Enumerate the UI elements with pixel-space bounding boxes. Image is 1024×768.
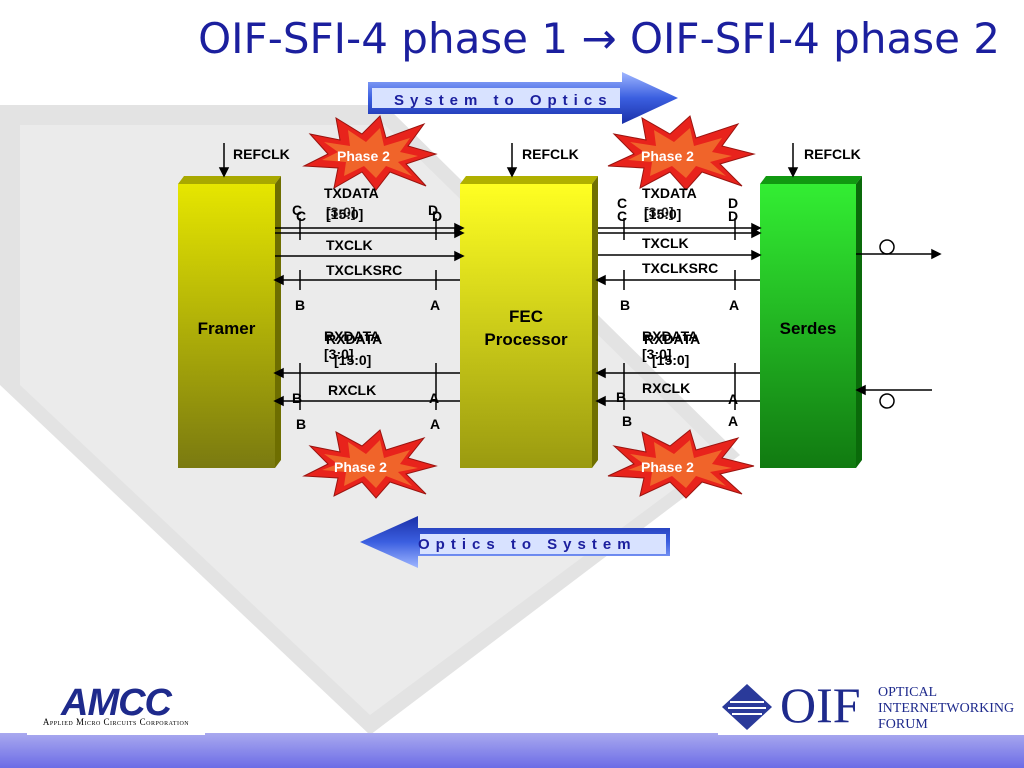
rxdata-bus-right-phase1: [15:0] xyxy=(652,352,690,368)
rxdata-label-right-2: RXDATA xyxy=(644,331,701,347)
rxdata-label-left: RXDATA xyxy=(324,328,381,344)
rxclk-label-left: RXCLK xyxy=(328,382,377,398)
phase2-label-bottom-left: Phase 2 xyxy=(334,459,387,475)
point-c-left-lower: C xyxy=(296,208,307,224)
oif-wordmark: OIF xyxy=(780,677,861,733)
phase2-label-top-right: Phase 2 xyxy=(641,148,694,164)
rxdata-bus-left-phase2: [3:0] xyxy=(324,346,354,362)
oif-diamond-icon xyxy=(722,684,772,730)
amcc-company-name: Applied Micro Circuits Corporation xyxy=(42,717,190,727)
amcc-logo: AMCC Applied Micro Circuits Corporation xyxy=(27,680,205,735)
txclksrc-label-left: TXCLKSRC xyxy=(326,262,403,278)
slide-title: OIF-SFI-4 phase 1 → OIF-SFI-4 phase 2 xyxy=(198,14,1000,63)
txdata-bus-left-phase1: [15:0] xyxy=(326,206,364,222)
point-d-left-lower: D xyxy=(432,208,443,224)
amcc-wordmark: AMCC xyxy=(61,682,172,724)
phase2-burst-top-left xyxy=(302,115,438,191)
point-d-right-lower: D xyxy=(728,208,739,224)
refclk-label-serdes: REFCLK xyxy=(804,146,861,162)
point-b-right-rx-upper: B xyxy=(616,389,627,405)
refclk-label-framer: REFCLK xyxy=(233,146,290,162)
oif-line-optical: OPTICAL xyxy=(878,685,938,700)
rxdata-label-left-2: RXDATA xyxy=(326,331,383,347)
point-b-left-tx: B xyxy=(295,297,306,313)
rxclk-label-right: RXCLK xyxy=(642,380,691,396)
phase2-label-bottom-right: Phase 2 xyxy=(641,459,694,475)
oif-logo: OIF OPTICAL INTERNETWORKING FORUM xyxy=(718,677,1024,735)
serdes-label: Serdes xyxy=(779,319,837,338)
point-a-left-rx-lower: A xyxy=(430,416,441,432)
fec-label-line1: FEC xyxy=(509,307,543,326)
point-b-right-rx-lower: B xyxy=(622,413,633,429)
point-a-left-tx: A xyxy=(430,297,441,313)
txclk-label-right: TXCLK xyxy=(642,235,689,251)
txdata-bus-right-phase1: [15:0] xyxy=(644,206,682,222)
point-a-right-rx-lower: A xyxy=(728,413,739,429)
fec-label-line2: Processor xyxy=(484,330,568,349)
txdata-label-right: TXDATA xyxy=(642,185,697,201)
oif-line-internetworking: INTERNETWORKING xyxy=(878,701,1015,716)
point-b-left-rx-lower: B xyxy=(296,416,307,432)
framer-label: Framer xyxy=(197,319,256,338)
refclk-label-fec: REFCLK xyxy=(522,146,579,162)
phase2-burst-bottom-right xyxy=(607,429,755,499)
footer-bar xyxy=(0,733,1024,768)
point-b-left-rx-upper: B xyxy=(292,390,303,406)
point-c-right-upper: C xyxy=(617,195,628,211)
point-d-right-upper: D xyxy=(728,195,739,211)
point-c-left-upper: C xyxy=(292,202,303,218)
txclksrc-label-right: TXCLKSRC xyxy=(642,260,719,276)
phase2-burst-top-right xyxy=(607,115,756,191)
system-to-optics-arrow xyxy=(368,72,678,124)
phase2-label-top-left: Phase 2 xyxy=(337,148,390,164)
point-a-right-tx: A xyxy=(729,297,740,313)
point-a-left-rx-upper: A xyxy=(429,390,440,406)
txdata-bus-left-phase2: [3:0] xyxy=(326,204,356,220)
rxdata-bus-right-phase2: [3:0] xyxy=(642,346,672,362)
oif-line-forum: FORUM xyxy=(878,717,928,732)
point-a-right-rx-upper: A xyxy=(728,391,739,407)
phase2-burst-bottom-left xyxy=(302,429,438,499)
point-c-right-lower: C xyxy=(617,208,628,224)
rxdata-label-right: RXDATA xyxy=(642,328,699,344)
txdata-bus-right-phase2: [3:0] xyxy=(644,204,674,220)
optics-to-system-arrow xyxy=(360,516,670,568)
point-b-right-tx: B xyxy=(620,297,631,313)
txdata-label-left: TXDATA xyxy=(324,185,379,201)
txclk-label-left: TXCLK xyxy=(326,237,373,253)
point-d-left-upper: D xyxy=(428,202,439,218)
rxdata-bus-left-phase1: [15:0] xyxy=(334,352,372,368)
system-to-optics-label: System to Optics xyxy=(394,92,613,109)
optics-to-system-label: Optics to System xyxy=(418,536,637,553)
